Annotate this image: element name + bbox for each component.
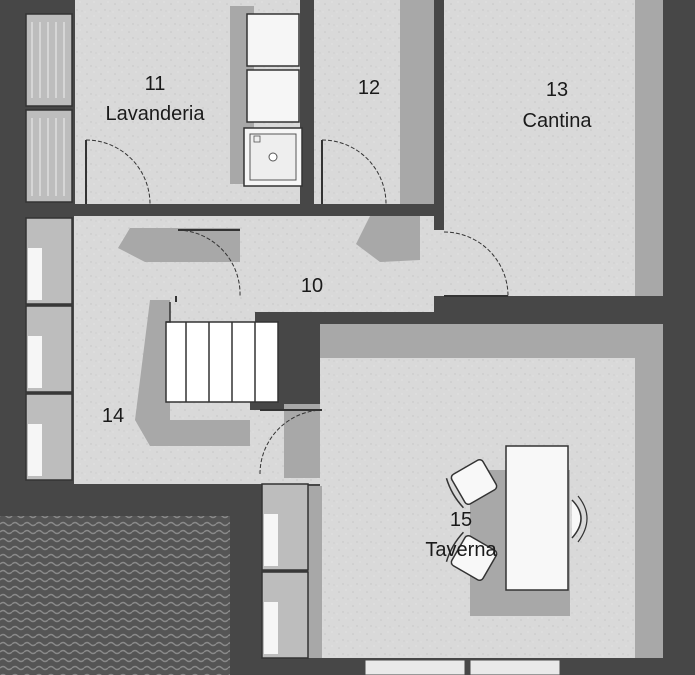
shadows	[118, 0, 663, 658]
wall	[300, 0, 314, 204]
windows	[364, 659, 561, 675]
room-12-number: 12	[357, 77, 381, 99]
washing-machine	[246, 13, 300, 67]
room-10-number: 10	[300, 275, 324, 297]
shadow	[356, 216, 420, 262]
shadow	[308, 486, 322, 658]
dryer	[246, 69, 300, 123]
room-13-number: 13	[545, 79, 569, 101]
wall	[434, 0, 444, 230]
stairs	[165, 302, 279, 403]
room-14-number: 14	[101, 405, 125, 427]
wall	[150, 204, 240, 216]
wardrobes	[25, 13, 73, 203]
sink-drain	[268, 152, 278, 162]
room-15-number: 15	[449, 509, 473, 531]
dining-set	[445, 445, 588, 591]
shadow	[118, 228, 240, 262]
room-11-number: 11	[144, 73, 166, 95]
wall	[434, 296, 695, 324]
terrace	[0, 516, 230, 675]
room-13-name: Cantina	[522, 110, 592, 132]
room-11-name: Lavanderia	[105, 103, 205, 125]
window	[469, 659, 561, 675]
dining-table	[505, 445, 569, 591]
chair	[445, 531, 498, 582]
wall	[230, 484, 262, 675]
wall	[663, 0, 695, 675]
wall	[390, 204, 440, 216]
chair	[571, 499, 582, 539]
wardrobe	[25, 109, 73, 203]
shadow	[635, 0, 663, 312]
shadow	[400, 0, 434, 204]
chair	[445, 458, 498, 509]
window	[364, 659, 466, 675]
doors	[85, 139, 509, 475]
wall	[277, 312, 320, 404]
cabinets-taverna	[261, 483, 309, 659]
wall	[0, 0, 22, 516]
room-12-floor	[314, 0, 400, 204]
wardrobe	[25, 13, 73, 107]
shadow	[284, 404, 320, 478]
cabinets-left	[25, 217, 73, 481]
shadow	[635, 324, 663, 658]
shadow	[135, 300, 250, 446]
room-15-name: Taverna	[425, 539, 497, 561]
shadow	[320, 324, 636, 358]
wall	[312, 204, 324, 216]
laundry-appliances	[243, 13, 303, 187]
